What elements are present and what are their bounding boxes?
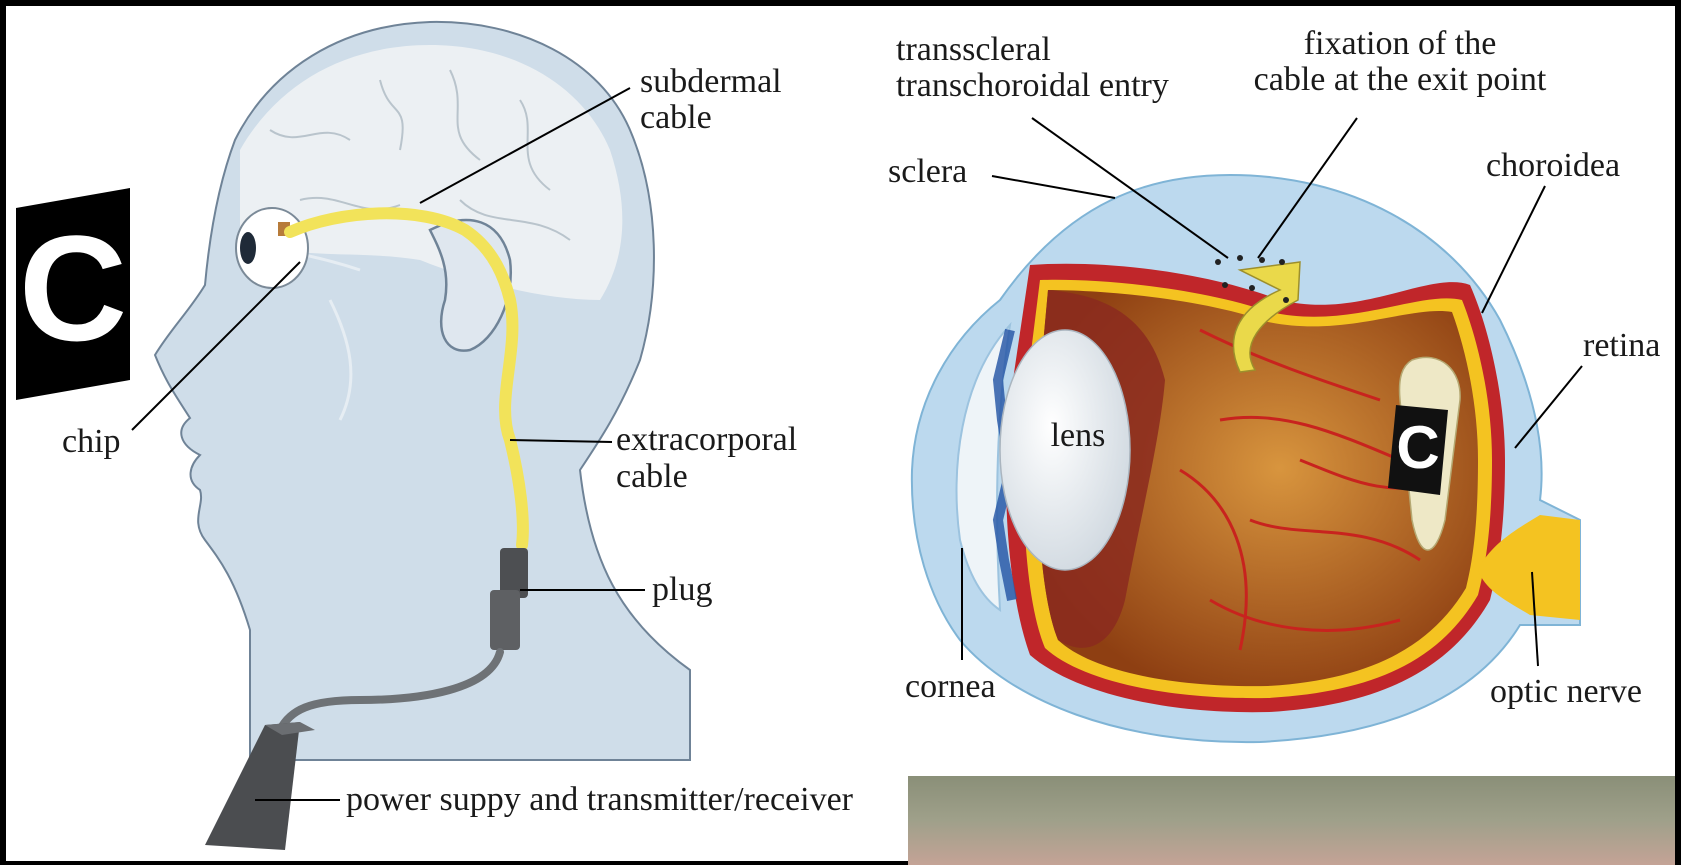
label-transscleral-line1: transscleral [896,31,1051,68]
cable-plug-lower [490,590,520,650]
label-extracorporal-line2: cable [616,458,688,495]
label-lens: lens [1051,417,1106,454]
label-sclera: sclera [888,153,967,190]
label-subdermal-line1: subdermal [640,63,782,100]
pupil [240,232,256,264]
label-optic-nerve: optic nerve [1490,673,1642,710]
label-extracorporal-line1: extracorporal [616,421,797,458]
label-cornea: cornea [905,668,996,705]
sign-letter: C [19,204,127,372]
implant-chip-letter: C [1396,414,1439,481]
label-subdermal-line2: cable [640,99,712,136]
label-fixation-line1: fixation of the [1304,25,1497,62]
label-retina: retina [1583,327,1660,364]
label-choroidea: choroidea [1486,147,1620,184]
photo-inset [908,776,1675,865]
label-transscleral-line2: transchoroidal entry [896,67,1169,104]
label-fixation-line2: cable at the exit point [1254,61,1547,98]
label-chip: chip [62,423,121,460]
label-plug: plug [652,571,712,608]
visual-target-sign: C [16,188,130,400]
label-power-supply: power suppy and transmitter/receiver [346,781,854,818]
